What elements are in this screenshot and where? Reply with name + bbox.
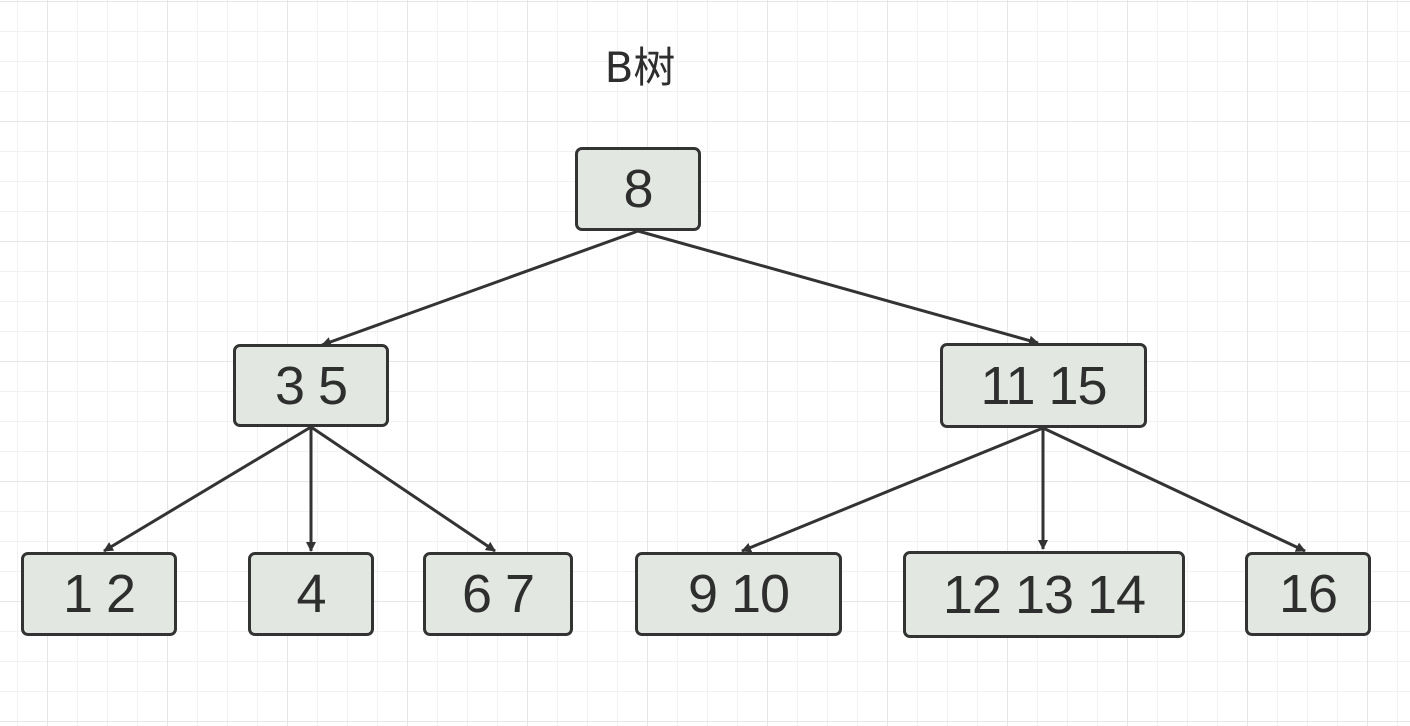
diagram-title: B树	[604, 43, 676, 92]
node-3-5: 3 5	[233, 344, 389, 427]
leaf-1-2: 1 2	[21, 552, 177, 636]
edge-3-5-to-6-7	[310, 425, 496, 553]
node-root: 8	[575, 147, 701, 231]
edge-11-15-to-9-10	[741, 426, 1044, 553]
leaf-16: 16	[1245, 552, 1371, 636]
leaf-9-10: 9 10	[635, 552, 842, 636]
leaf-6-7: 6 7	[423, 552, 573, 636]
node-11-15: 11 15	[940, 343, 1147, 428]
edge-root-to-3-5	[321, 229, 639, 347]
edge-root-to-11-15	[637, 229, 1039, 346]
leaf-4: 4	[248, 552, 374, 636]
edge-11-15-to-16	[1042, 426, 1306, 553]
leaf-12-13-14: 12 13 14	[903, 551, 1185, 638]
edge-3-5-to-1-2	[103, 425, 312, 553]
